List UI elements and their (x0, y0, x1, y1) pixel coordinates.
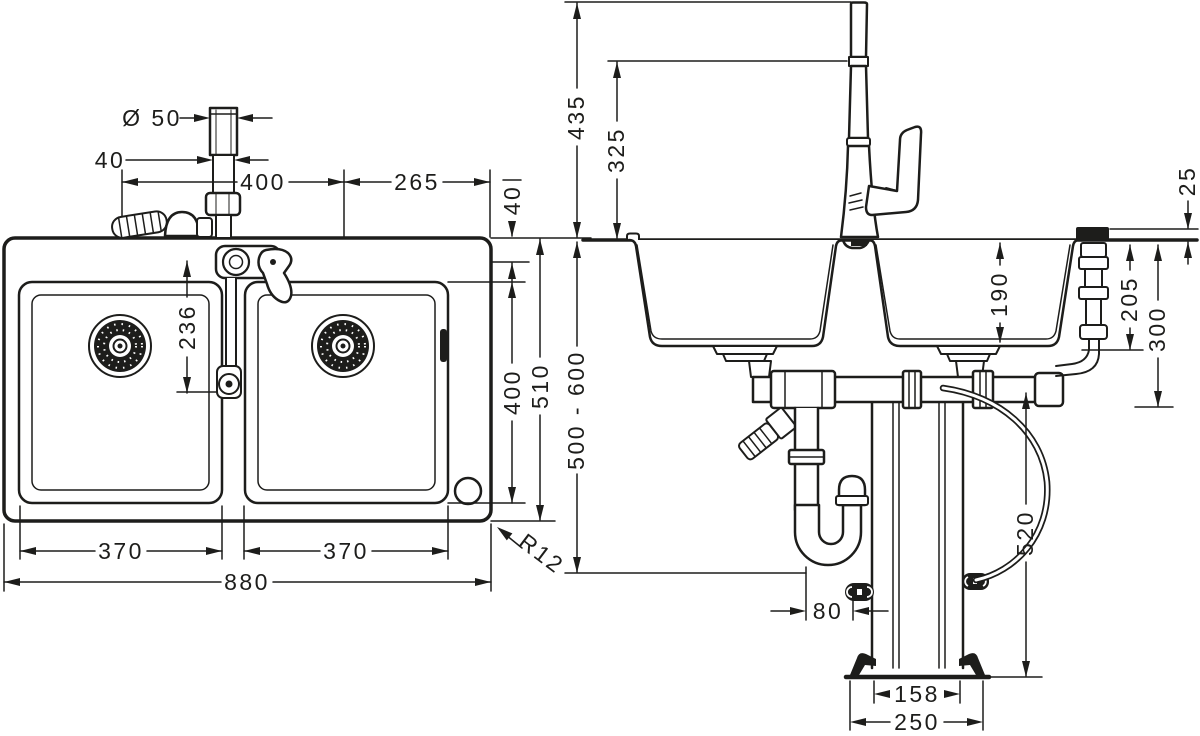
dim-base-width: 250 (849, 680, 984, 735)
bowl-right-plan (243, 280, 450, 505)
dim-label: 520 (1012, 510, 1038, 556)
drain-strainer-right (311, 314, 375, 378)
faucet-section (839, 1, 923, 246)
dim-drain-spacing: 400 (121, 169, 345, 195)
dim-connection-depth: 300 (1144, 244, 1170, 407)
tee-fitting (769, 369, 837, 410)
dim-label: 265 (394, 169, 440, 195)
overflow-assembly (1055, 227, 1109, 377)
dim-label: 510 (527, 363, 553, 409)
drain-strainer-left (88, 314, 152, 378)
column-foot-right (959, 653, 985, 675)
bowls-section (627, 238, 1081, 348)
dim-bowl-width-right: 370 (243, 505, 449, 564)
strainer-flange-left (712, 345, 778, 378)
drain-pipework (738, 369, 1065, 567)
dim-drain-outlet-height: 520 (1012, 392, 1038, 677)
faucet-handle-plan (257, 247, 293, 304)
dim-label: 40 (95, 147, 126, 173)
dim-corner-radius: R12 (497, 527, 569, 579)
dim-label: 370 (323, 538, 369, 564)
dim-sink-depth: 510 (527, 238, 553, 521)
dim-hole-inner: 40 (95, 147, 269, 173)
dim-spout-height: 325 (603, 61, 629, 239)
dim-label: 435 (563, 94, 589, 140)
column-foot-left (850, 653, 876, 675)
dim-faucet-total-height: 435 (563, 2, 589, 238)
dim-label: 400 (240, 169, 286, 195)
spray-head (849, 1, 869, 59)
sink-rim-lip (626, 232, 640, 241)
dim-bowl-width-left: 370 (19, 505, 223, 564)
flexible-hose (939, 384, 1051, 584)
pipe-clip-left (845, 583, 874, 601)
dim-frame-width: 158 (873, 680, 961, 707)
dim-label: 300 (1144, 306, 1170, 352)
dim-label: 25 (1174, 166, 1200, 197)
dim-spout-projection: 236 (174, 260, 217, 394)
dim-worktop-depth-range: 500 - 600 (563, 241, 589, 573)
dim-drain-to-edge: 265 (343, 169, 491, 195)
dim-drain-depth: 205 (1116, 244, 1142, 350)
dishwasher-connection (738, 406, 797, 461)
dim-label: 325 (603, 127, 629, 173)
dim-label: 880 (224, 569, 270, 595)
supply-hose-corrugated (111, 210, 168, 239)
section-dimensions: 435 500 - 600 325 25 (563, 2, 1200, 735)
faucet-plan (111, 106, 293, 399)
dim-label: 400 (499, 369, 525, 415)
overflow-cap (1076, 227, 1109, 241)
dim-label: 500 - 600 (563, 350, 589, 470)
dim-label: 370 (98, 538, 144, 564)
dim-label: 236 (174, 304, 200, 350)
dim-sink-length: 880 (3, 523, 492, 595)
dim-faucet-to-edge: 40 (499, 179, 525, 279)
section-view: 435 500 - 600 325 25 (563, 1, 1200, 735)
drain-column (870, 400, 965, 670)
p-trap (787, 406, 869, 567)
bowl-left-plan (17, 280, 224, 505)
tap-hole (453, 476, 483, 506)
dim-hole-diameter: Ø 50 (122, 105, 273, 131)
dim-trap-offset: 80 (770, 566, 889, 624)
supply-hose-loop (163, 210, 201, 238)
dim-bowl-depth: 190 (986, 242, 1012, 343)
dim-label: 205 (1116, 276, 1142, 322)
overflow-slot (440, 329, 447, 362)
plan-view: Ø 50 40 400 (2, 105, 592, 595)
dim-label: Ø 50 (122, 105, 182, 131)
faucet-handle-section (864, 125, 923, 217)
dim-label: 158 (894, 681, 940, 707)
faucet-shank (208, 106, 239, 157)
dim-bowl-length: 400 (499, 262, 525, 504)
dim-rim-height: 25 (1174, 166, 1200, 265)
dim-label: 40 (499, 185, 525, 216)
dim-label: R12 (514, 528, 569, 579)
dim-label: 250 (894, 709, 940, 735)
dim-label: 80 (813, 598, 844, 624)
dim-label: 190 (986, 271, 1012, 317)
faucet-nut (204, 191, 242, 217)
